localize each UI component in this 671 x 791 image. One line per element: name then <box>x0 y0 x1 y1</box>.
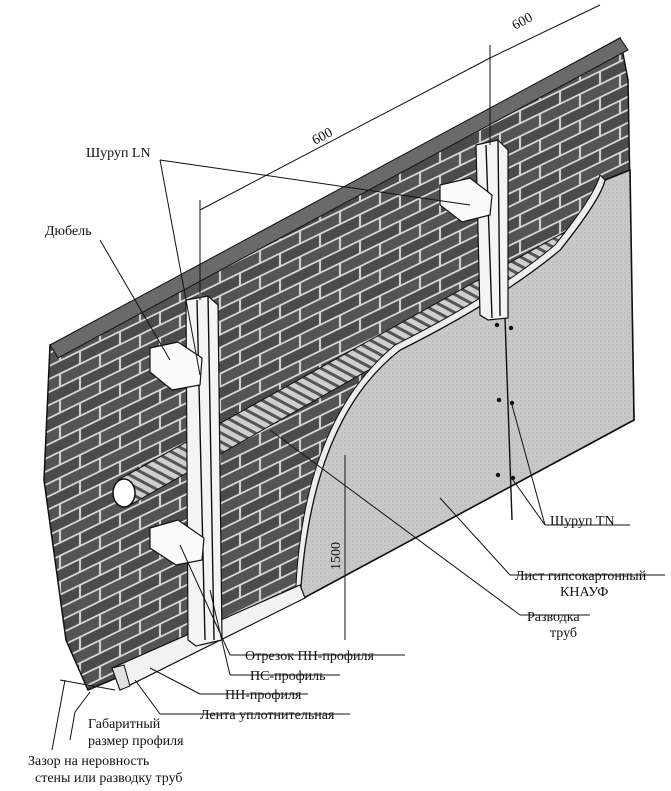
label-shurup-tn: Шуруп TN <box>550 514 615 529</box>
label-lenta: Лента уплотнительная <box>200 708 335 723</box>
label-dyubel: Дюбель <box>45 224 92 239</box>
label-gabarit-line1: Габаритный <box>88 717 161 732</box>
bracket-upper-right <box>439 177 493 223</box>
gypsum-board <box>295 168 635 602</box>
label-list-line2: КНАУФ <box>560 585 608 600</box>
label-razvodka-line2: труб <box>550 626 577 641</box>
label-razvodka-line1: Разводка <box>527 610 580 625</box>
dim-1500: 1500 <box>329 542 344 570</box>
label-otrezok: Отрезок ПН-профиля <box>245 649 374 664</box>
bracket-mid-left <box>149 341 203 391</box>
leader-lines <box>51 159 665 751</box>
label-zazor-line1: Зазор на неровность <box>28 754 149 769</box>
ps-profile-right <box>475 139 509 321</box>
bracket-lower-left <box>149 519 205 566</box>
label-list-line1: Лист гипсокартонный <box>515 569 647 584</box>
label-pn-profilya: ПН-профиля <box>225 688 302 703</box>
label-shurup-ln: Шуруп LN <box>86 146 151 161</box>
dim-600-mid: 600 <box>310 125 336 148</box>
pipe-end <box>112 478 136 508</box>
label-gabarit-line2: размер профиля <box>88 734 184 749</box>
dim-600-top: 600 <box>510 10 536 33</box>
label-ps-profil: ПС-профиль <box>250 669 326 684</box>
ps-profile-left <box>185 295 223 647</box>
label-zazor-line2: стены или разводку труб <box>35 771 183 786</box>
